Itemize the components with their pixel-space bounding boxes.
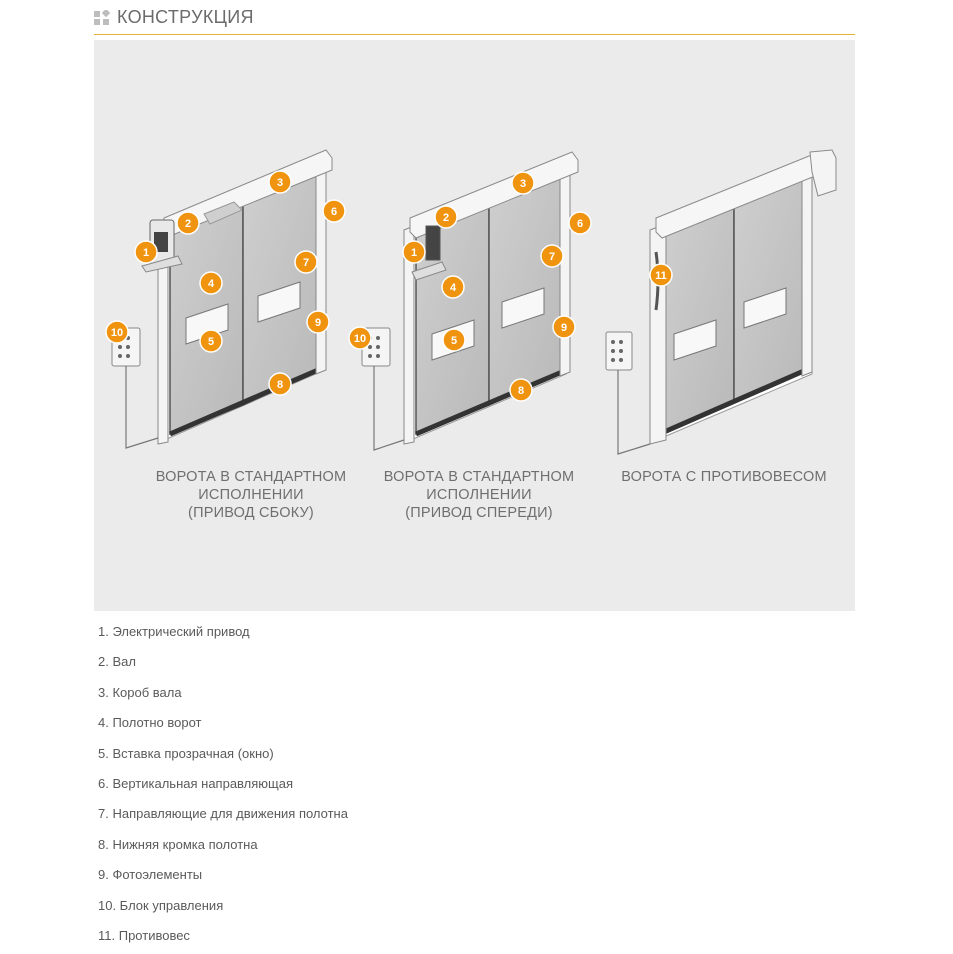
caption-front-drive: ВОРОТА В СТАНДАРТНОМ ИСПОЛНЕНИИ (ПРИВОД …: [383, 469, 575, 521]
svg-text:3: 3: [277, 177, 283, 189]
parts-legend: 1. Электрический привод 2. Вал 3. Короб …: [98, 620, 348, 954]
svg-text:1: 1: [143, 247, 149, 259]
svg-text:7: 7: [549, 251, 555, 263]
badge-f1-6: 6: [322, 199, 346, 223]
badge-f2-6: 6: [568, 211, 592, 235]
badge-f2-3: 3: [511, 171, 535, 195]
svg-text:2: 2: [443, 212, 449, 224]
grid-squares-icon: [94, 10, 110, 25]
svg-text:11: 11: [655, 270, 667, 282]
legend-item: 2. Вал: [98, 654, 136, 670]
gate-figure-side-drive: [111, 149, 333, 449]
svg-text:6: 6: [577, 218, 583, 230]
svg-text:4: 4: [208, 278, 215, 290]
badge-f1-5: 5: [199, 329, 223, 353]
badge-f2-2: 2: [434, 205, 458, 229]
svg-text:7: 7: [303, 257, 309, 269]
badge-f1-1: 1: [134, 240, 158, 264]
badge-f2-10: 10: [348, 326, 372, 350]
svg-text:9: 9: [561, 322, 567, 334]
svg-text:1: 1: [411, 247, 417, 259]
badge-f1-8: 8: [268, 372, 292, 396]
svg-text:8: 8: [277, 379, 283, 391]
legend-item: 4. Полотно ворот: [98, 715, 202, 731]
badge-f2-5: 5: [442, 328, 466, 352]
badge-f1-4: 4: [199, 271, 223, 295]
svg-text:8: 8: [518, 385, 524, 397]
legend-item: 3. Короб вала: [98, 684, 182, 700]
badge-f2-1: 1: [402, 240, 426, 264]
svg-text:10: 10: [111, 327, 123, 339]
legend-item: 7. Направляющие для движения полотна: [98, 806, 348, 822]
caption-side-drive: ВОРОТА В СТАНДАРТНОМ ИСПОЛНЕНИИ (ПРИВОД …: [155, 469, 347, 521]
svg-text:2: 2: [185, 218, 191, 230]
section-header: КОНСТРУКЦИЯ: [94, 4, 855, 35]
caption-counterweight: ВОРОТА С ПРОТИВОВЕСОМ: [621, 469, 827, 485]
svg-text:6: 6: [331, 206, 337, 218]
section-title: КОНСТРУКЦИЯ: [117, 7, 254, 27]
badge-f1-3: 3: [268, 170, 292, 194]
legend-item: 11. Противовес: [98, 927, 190, 943]
legend-item: 10. Блок управления: [98, 897, 224, 913]
svg-text:10: 10: [354, 333, 366, 345]
badge-f2-7: 7: [540, 244, 564, 268]
legend-item: 1. Электрический привод: [98, 624, 250, 639]
legend-item: 9. Фотоэлементы: [98, 867, 203, 883]
gates-illustration: 1 2 3 4 5 6 7 8 9 10 1 2 3 4 5 6 7 8 9 1…: [105, 149, 837, 455]
svg-text:5: 5: [451, 335, 457, 347]
svg-text:9: 9: [315, 317, 321, 329]
gate-figure-front-drive: [361, 151, 579, 451]
legend-item: 5. Вставка прозрачная (окно): [98, 745, 274, 761]
badge-f3-11: 11: [649, 263, 673, 287]
gate-figure-counterweight: [605, 149, 837, 455]
badge-f1-9: 9: [306, 310, 330, 334]
legend-item: 6. Вертикальная направляющая: [98, 775, 293, 791]
badge-f2-9: 9: [552, 315, 576, 339]
svg-text:4: 4: [450, 282, 457, 294]
legend-item: 8. Нижняя кромка полотна: [98, 836, 258, 852]
svg-text:5: 5: [208, 336, 214, 348]
badge-f1-2: 2: [176, 211, 200, 235]
badge-f1-7: 7: [294, 250, 318, 274]
badge-f2-8: 8: [509, 378, 533, 402]
badge-f2-4: 4: [441, 275, 465, 299]
svg-text:3: 3: [520, 178, 526, 190]
diagram-panel: 1 2 3 4 5 6 7 8 9 10 1 2 3 4 5 6 7 8 9 1…: [94, 40, 855, 611]
badge-f1-10: 10: [105, 320, 129, 344]
